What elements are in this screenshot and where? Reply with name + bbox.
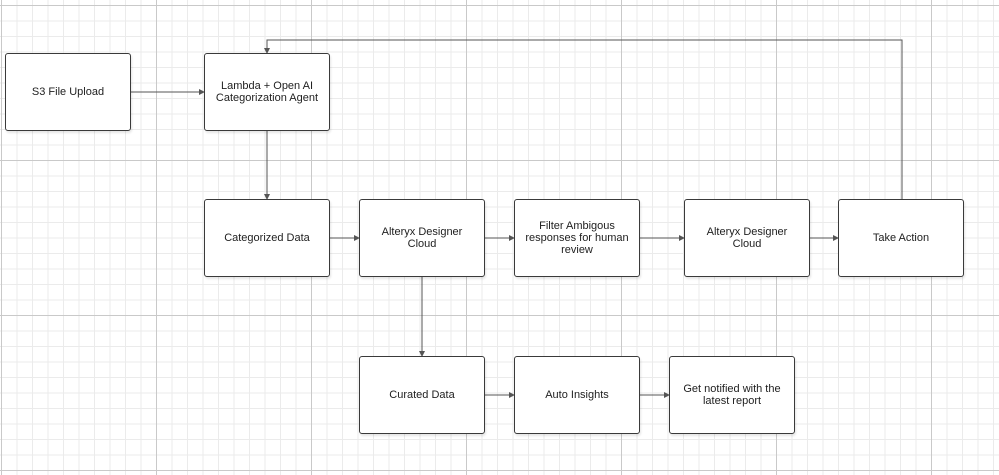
node-alteryx-designer-cloud-1[interactable]: Alteryx Designer Cloud bbox=[359, 199, 485, 277]
node-auto-insights[interactable]: Auto Insights bbox=[514, 356, 640, 434]
node-get-notified[interactable]: Get notified with the latest report bbox=[669, 356, 795, 434]
node-categorized-data[interactable]: Categorized Data bbox=[204, 199, 330, 277]
node-label: Filter Ambigous responses for human revi… bbox=[525, 220, 629, 256]
node-lambda-categorization-agent[interactable]: Lambda + Open AI Categorization Agent bbox=[204, 53, 330, 131]
node-label: S3 File Upload bbox=[31, 86, 105, 98]
node-curated-data[interactable]: Curated Data bbox=[359, 356, 485, 434]
node-label: Categorized Data bbox=[224, 232, 310, 244]
node-label: Get notified with the latest report bbox=[683, 383, 781, 407]
node-s3-file-upload[interactable]: S3 File Upload bbox=[5, 53, 131, 131]
node-alteryx-designer-cloud-2[interactable]: Alteryx Designer Cloud bbox=[684, 199, 810, 277]
node-label: Auto Insights bbox=[545, 389, 609, 401]
node-label: Curated Data bbox=[389, 389, 455, 401]
node-take-action[interactable]: Take Action bbox=[838, 199, 964, 277]
node-label: Alteryx Designer Cloud bbox=[706, 226, 788, 250]
node-label: Take Action bbox=[872, 232, 930, 244]
node-label: Alteryx Designer Cloud bbox=[381, 226, 463, 250]
node-label: Lambda + Open AI Categorization Agent bbox=[215, 80, 319, 104]
edge-action-to-lambda bbox=[264, 39, 903, 199]
node-filter-ambiguous-responses[interactable]: Filter Ambigous responses for human revi… bbox=[514, 199, 640, 277]
